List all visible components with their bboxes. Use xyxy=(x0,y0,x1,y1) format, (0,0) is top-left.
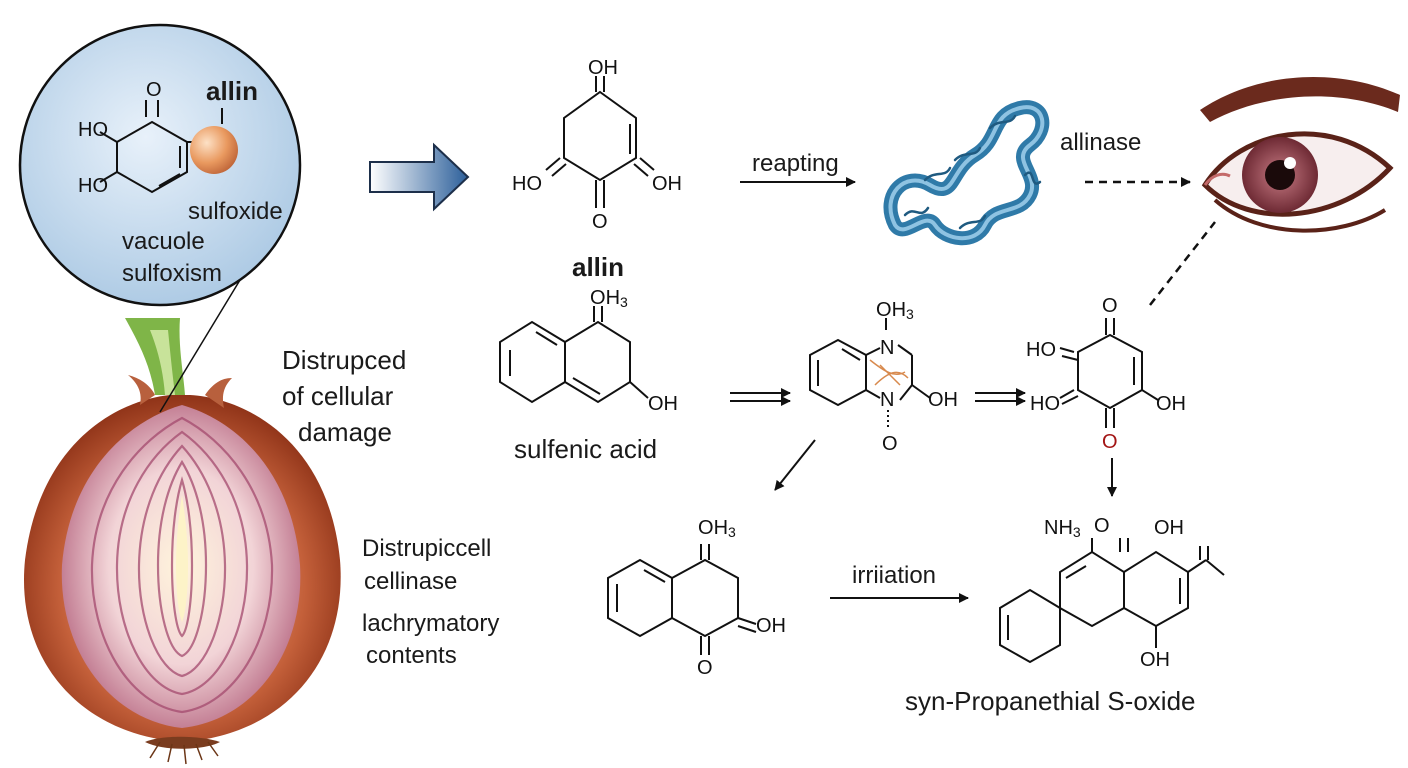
onion-illustration xyxy=(23,318,341,765)
product-atom-oh-bottom: OH xyxy=(1140,649,1170,671)
irriiation-label: irriiation xyxy=(852,562,937,589)
product-atom-o: O xyxy=(1094,515,1110,537)
allin-name: allin xyxy=(572,252,625,282)
naphthol-atom-o: O xyxy=(697,657,713,679)
reapting-label: reapting xyxy=(752,150,839,177)
quinone-atom-o-top: O xyxy=(1102,295,1118,317)
product-bonds xyxy=(999,538,1225,664)
quinone-atom-ho1: HO xyxy=(1026,339,1056,361)
allinase-label: allinase xyxy=(1060,129,1142,156)
inset-atom-o: O xyxy=(146,79,162,101)
big-process-arrow xyxy=(369,142,470,212)
allin-atom-right: OH xyxy=(652,173,682,195)
onion-label-2d: contents xyxy=(366,642,457,669)
equilibrium-arrow-1 xyxy=(730,388,791,406)
intermediate-atom-o: O xyxy=(882,433,898,455)
inset-label-vacuole: vacuole xyxy=(122,228,205,255)
sulfenic-atom-top: OH3 xyxy=(590,287,628,310)
allin-atom-top: OH xyxy=(588,57,618,79)
sulfenic-acid-name: sulfenic acid xyxy=(514,434,658,464)
quinone-atom-o-bottom: O xyxy=(1102,431,1118,453)
allinase-protein xyxy=(883,100,1050,246)
inset-title: allin xyxy=(206,76,259,106)
quinone-atom-ho2: HO xyxy=(1030,393,1060,415)
onion-label-1c: damage xyxy=(298,417,392,447)
equilibrium-arrow-2 xyxy=(975,388,1026,406)
inset-atom-ho1: HO xyxy=(78,119,108,141)
sulfenic-acid-bonds xyxy=(499,306,649,404)
branch-arrow xyxy=(774,439,816,491)
sulfenic-atom-top-text: H3 xyxy=(605,287,628,310)
inset-molecule-bonds xyxy=(99,100,223,194)
quinone-bonds xyxy=(1059,318,1159,428)
zoom-inset xyxy=(18,23,302,413)
quinone-atom-oh: OH xyxy=(1156,393,1186,415)
inset-circle xyxy=(18,23,302,307)
quinone-dashed-link xyxy=(1149,221,1216,306)
allin-atom-left: HO xyxy=(512,173,542,195)
eye-illustration xyxy=(1200,76,1400,233)
inset-atom-ho2: HO xyxy=(78,175,108,197)
intermediate-highlight xyxy=(869,359,909,386)
intermediate-bonds xyxy=(809,318,931,430)
allin-atom-bottom: O xyxy=(592,211,608,233)
product-atom-nh3: NH3 xyxy=(1044,517,1081,540)
naphthol-atom-oh: OH xyxy=(756,615,786,637)
intermediate-atom-top: OH3 xyxy=(876,299,914,322)
intermediate-atom-n2: N xyxy=(880,389,895,411)
sulfenic-atom-oh: OH xyxy=(648,393,678,415)
onion-label-1a: Distrupced xyxy=(282,345,407,375)
inset-label-sulfoxism: sulfoxism xyxy=(122,260,223,287)
allin-sphere xyxy=(190,126,238,174)
naphthol-atom-top: OH3 xyxy=(698,517,736,540)
allin-molecule-bonds xyxy=(545,76,655,208)
onion-label-2c: lachrymatory xyxy=(362,610,500,637)
inset-label-sulfoxide: sulfoxide xyxy=(188,198,283,225)
onion-label-2b: cellinase xyxy=(364,568,458,595)
eyebrow xyxy=(1200,76,1400,122)
onion-label-1b: of cellular xyxy=(282,381,394,411)
intermediate-atom-n1: N xyxy=(880,337,895,359)
product-name: syn-Propanethial S-oxide xyxy=(905,686,1196,716)
product-atom-oh-top: OH xyxy=(1154,517,1184,539)
intermediate-atom-oh: OH xyxy=(928,389,958,411)
naphthol-bonds xyxy=(607,544,757,655)
onion-label-2a: Distrupiccell xyxy=(362,535,492,562)
